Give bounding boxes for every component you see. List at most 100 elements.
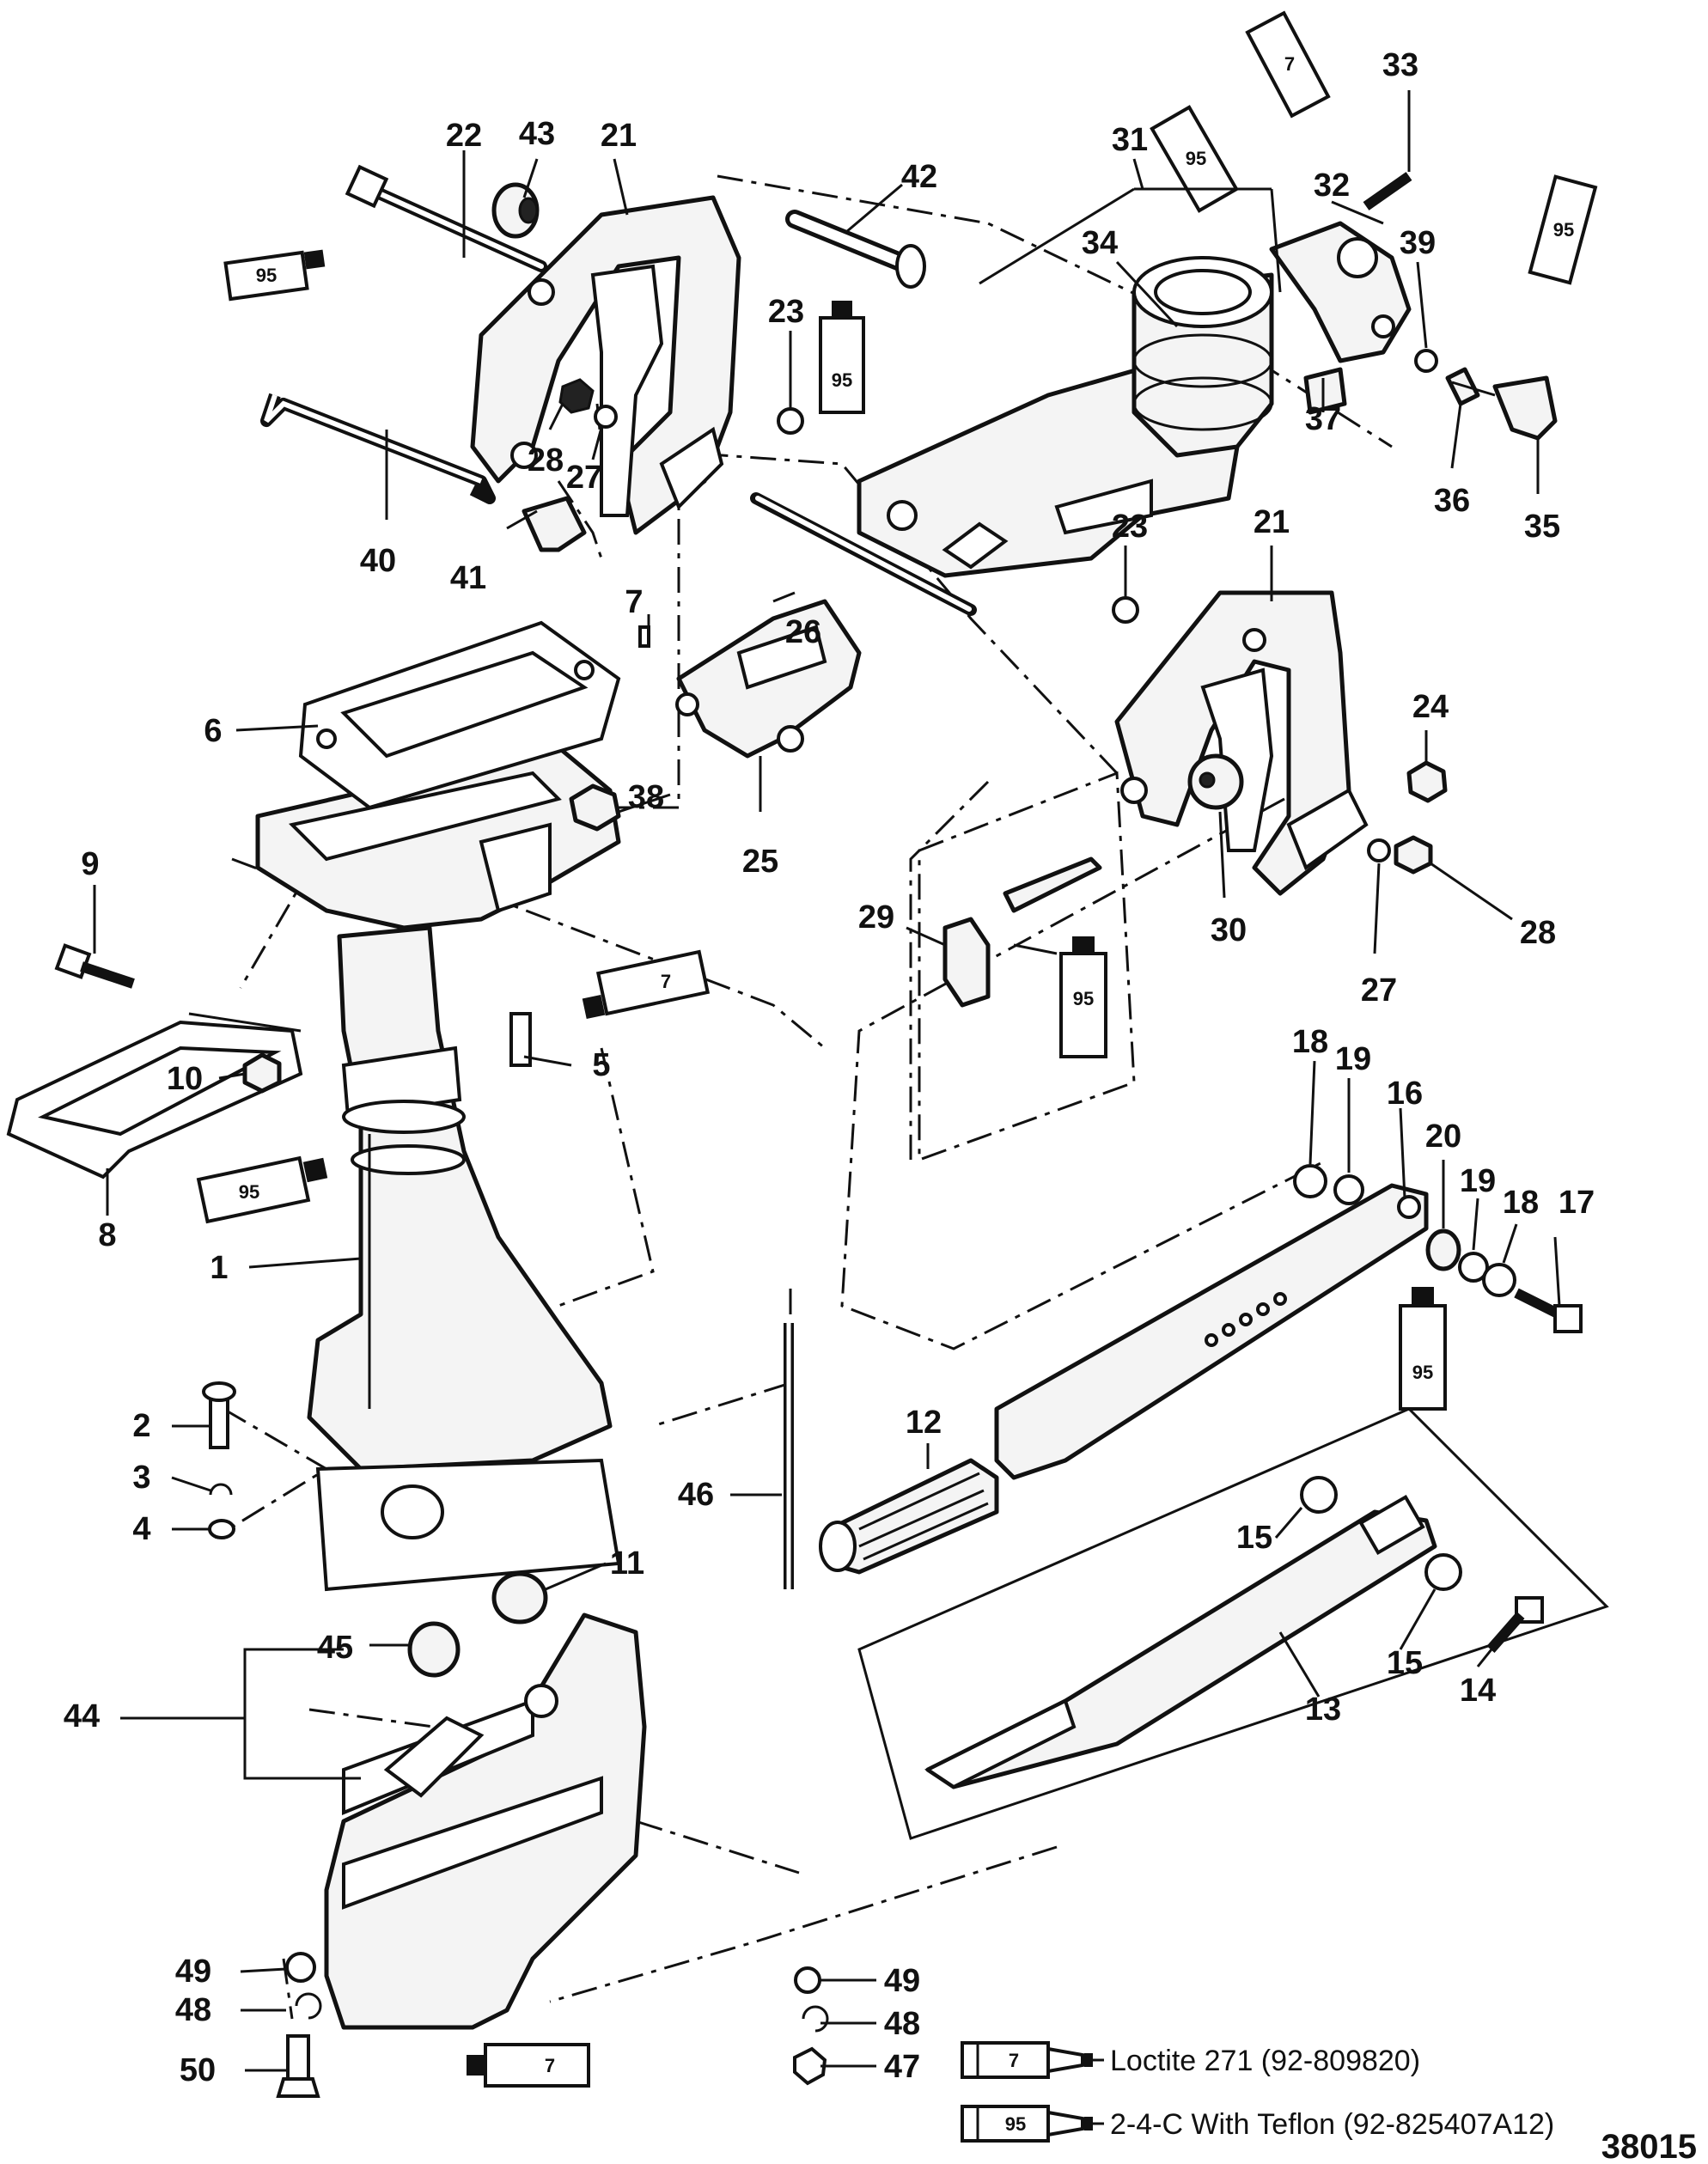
legend-text-loctite: Loctite 271 (92-809820) [1110,2045,1420,2077]
callout-label: 23 [1112,509,1148,545]
callout-label: 3 [132,1460,150,1496]
callout-label: 36 [1434,483,1470,519]
svg-text:7: 7 [1009,2050,1019,2071]
tiller-handle [994,1183,1429,1480]
callout-label: 42 [901,159,937,195]
callout-label: 15 [1236,1520,1272,1556]
group-box-13 [857,1407,1609,1840]
svg-text:7: 7 [545,2055,555,2076]
bolt-22 [345,164,547,272]
tiller-grip [819,1458,999,1575]
tube-icon-29: 95 [1059,936,1107,1058]
tube-icon-1: 95 [196,1155,328,1224]
callout-label: 45 [317,1630,353,1666]
clamp-bracket-lower [1114,590,1369,896]
callout-label: 19 [1460,1163,1496,1199]
callout-label: 16 [1387,1076,1423,1112]
svg-text:95: 95 [1412,1362,1433,1383]
callout-label: 43 [519,116,555,152]
legend-item-2-4-c: 95 2-4-C With Teflon (92-825407A12) [961,2105,1554,2143]
callout-label: 9 [81,846,99,882]
callout-label: 27 [566,460,602,496]
adaptor-plate [255,745,621,930]
legend: 7 Loctite 271 (92-809820) 95 2-4-C With … [961,2041,1554,2143]
callout-label: 31 [1112,122,1148,158]
callout-label: 11 [610,1545,644,1582]
callout-label: 46 [678,1477,714,1513]
callout-label: 24 [1412,689,1449,725]
svg-text:7: 7 [1284,53,1295,75]
callout-label: 48 [884,2006,920,2042]
svg-text:95: 95 [239,1181,259,1203]
callout-label: 41 [450,560,486,596]
leader-lines [93,90,1561,2072]
svg-text:95: 95 [1073,988,1094,1009]
tube-icon-35: 95 [1528,174,1598,285]
handle-bracket [6,1012,303,1180]
callout-label: 10 [167,1061,203,1097]
callout-label: 19 [1335,1041,1371,1077]
callout-label: 28 [528,442,564,479]
callout-label: 47 [884,2049,920,2085]
extension-handle [924,1494,1437,1789]
svg-text:95: 95 [1186,148,1206,169]
callout-label: 30 [1211,912,1247,948]
svg-text:7: 7 [661,971,671,992]
tube-icon-42: 95 [819,301,865,414]
tube-icon-top-left: 95 [223,249,326,302]
callout-label: 37 [1305,401,1341,437]
tube-icon-33: 7 [1245,10,1331,119]
tube-icon-5: 7 [582,949,711,1020]
callout-label: 38 [628,779,664,815]
callout-label: 25 [742,844,778,880]
tube-icon-31: 95 [1150,105,1239,213]
callout-label: 27 [1361,972,1397,1009]
callout-label: 23 [768,294,804,330]
svg-text:95: 95 [1005,2113,1026,2135]
callout-label: 13 [1305,1692,1341,1728]
callout-label: 22 [446,118,482,154]
callout-label: 48 [175,1992,211,2028]
callout-label: 18 [1503,1185,1539,1221]
callout-label: 35 [1524,509,1560,545]
callout-label: 12 [906,1405,942,1441]
tube-icon-50: 7 [467,2043,590,2088]
clamp-bracket-upper [470,195,741,535]
callout-label: 50 [180,2052,216,2088]
callout-label: 34 [1082,225,1118,261]
callout-label: 40 [360,543,396,579]
tilt-support [675,599,862,759]
callout-label: 49 [884,1963,920,1999]
tube-icon-16: 95 [1399,1287,1447,1411]
callout-label: 1 [210,1250,228,1286]
callout-label: 39 [1400,225,1436,261]
legend-text-2-4-c: 2-4-C With Teflon (92-825407A12) [1110,2108,1554,2141]
group-box-29 [918,771,1136,1162]
legend-item-loctite: 7 Loctite 271 (92-809820) [961,2041,1420,2079]
callout-label: 4 [132,1511,150,1547]
callout-label: 32 [1314,168,1350,204]
pivot-shaft [750,492,977,616]
clamp-ring [1269,221,1412,363]
callout-label: 7 [625,584,643,620]
small-parts [54,172,1583,2098]
callout-label: 17 [1559,1185,1595,1221]
callout-label: 44 [64,1698,100,1734]
figure-number: 38015 [1601,2128,1697,2164]
driveshaft-housing [307,925,621,1592]
tilt-pin [260,393,496,504]
callout-label: 6 [204,713,222,749]
lower-housing [324,1612,647,2030]
svg-text:95: 95 [1553,219,1574,241]
callout-label: 26 [785,614,821,650]
callout-label: 28 [1520,915,1556,951]
callout-label: 5 [592,1047,610,1083]
callout-label: 15 [1387,1645,1423,1681]
callout-label: 49 [175,1954,211,1990]
callout-label: 20 [1425,1119,1461,1155]
callout-label: 21 [1254,504,1290,540]
callout-label: 29 [858,899,894,936]
svg-text:95: 95 [832,369,852,391]
gasket [298,620,621,810]
callout-label: 33 [1382,47,1418,83]
